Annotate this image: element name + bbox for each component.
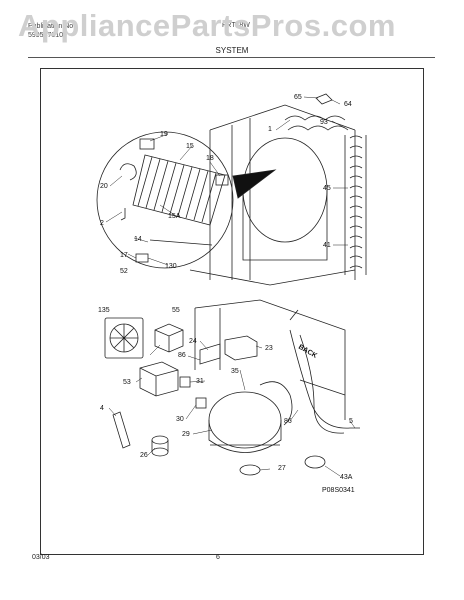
callout-27: 27: [278, 465, 286, 472]
callout-19: 19: [160, 131, 168, 138]
callout-55: 55: [172, 307, 180, 314]
footer-date: 03/03: [32, 554, 50, 561]
callout-29: 29: [182, 431, 190, 438]
callout-14: 14: [134, 236, 142, 243]
callout-26: 26: [140, 452, 148, 459]
diagram-code: P08S0341: [322, 487, 355, 494]
section-title: SYSTEM: [215, 46, 249, 55]
callout-24: 24: [189, 338, 197, 345]
callout-4: 4: [100, 405, 104, 412]
callout-2: 2: [100, 220, 104, 227]
header-rule: [28, 57, 435, 58]
model-number: FRT18W: [222, 22, 250, 29]
callout-35: 35: [231, 368, 239, 375]
callout-64: 64: [344, 101, 352, 108]
callout-41: 41: [323, 242, 331, 249]
callout-135: 135: [98, 307, 110, 314]
callout-93: 93: [320, 119, 328, 126]
watermark: AppliancePartsPros.com: [18, 8, 396, 43]
diagram-frame: [40, 68, 424, 555]
callout-20: 20: [100, 183, 108, 190]
callout-18: 18: [206, 155, 214, 162]
callout-43a: 43A: [340, 474, 353, 481]
callout-5: 5: [349, 418, 353, 425]
footer-page-number: 6: [216, 554, 220, 561]
callout-86: 86: [178, 352, 186, 359]
callout-1: 1: [268, 126, 272, 133]
callout-65: 65: [294, 94, 302, 101]
callout-23: 23: [265, 345, 273, 352]
callout-15: 15: [186, 143, 194, 150]
callout-30: 30: [176, 416, 184, 423]
publication-number: 5995370100: [28, 32, 67, 39]
publication-label: Publication No: [28, 23, 74, 30]
callout-labels: 19 15 18 20 2 15A 14 17 52 130 1 65 64 9…: [98, 94, 353, 481]
callout-86-lower: 86: [284, 418, 292, 425]
back-direction-label: BACK: [297, 344, 318, 360]
callout-130: 130: [165, 263, 177, 270]
callout-15a: 15A: [168, 213, 181, 220]
callout-45: 45: [323, 185, 331, 192]
callout-53: 53: [123, 379, 131, 386]
publication-info: Publication No 5995370100: [28, 22, 73, 40]
callout-52: 52: [120, 268, 128, 275]
callout-17: 17: [120, 252, 128, 259]
